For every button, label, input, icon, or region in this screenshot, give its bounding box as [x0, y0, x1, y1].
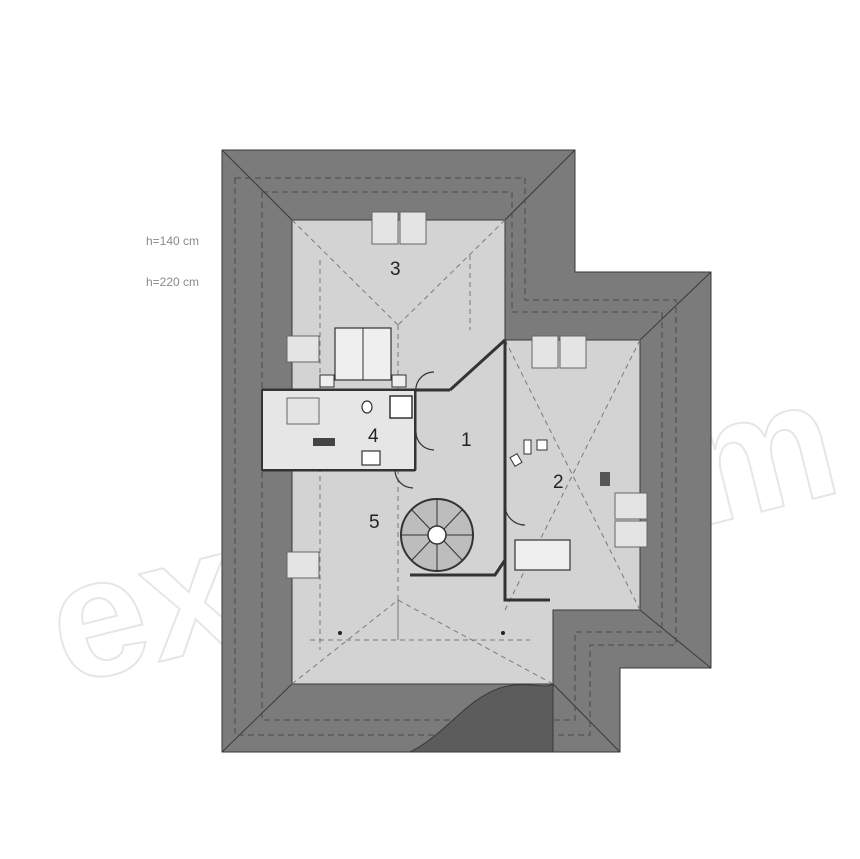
shower-icon: [389, 395, 413, 419]
sink-icon: [361, 450, 381, 466]
room-label-4: 4: [368, 426, 379, 447]
room-labels: 1 2 3 4 5: [368, 259, 564, 533]
room-label-5: 5: [369, 512, 380, 533]
spiral-staircase-icon: [400, 498, 474, 572]
bed-icon: [319, 327, 407, 388]
doors: [394, 371, 526, 526]
room-label-1: 1: [461, 430, 472, 451]
height-legend: h=140 cm h=220 cm: [146, 234, 199, 289]
toilet-icon: [361, 400, 373, 414]
radiator-icon: [313, 438, 335, 446]
legend-height-220: h=220 cm: [146, 275, 199, 289]
room-2-fixtures: [509, 439, 610, 571]
room-label-2: 2: [553, 472, 564, 493]
bathroom: [261, 389, 416, 471]
legend-height-140: h=140 cm: [146, 234, 199, 248]
skylights: [286, 211, 648, 579]
markers: [338, 631, 505, 635]
room-label-3: 3: [390, 259, 401, 280]
